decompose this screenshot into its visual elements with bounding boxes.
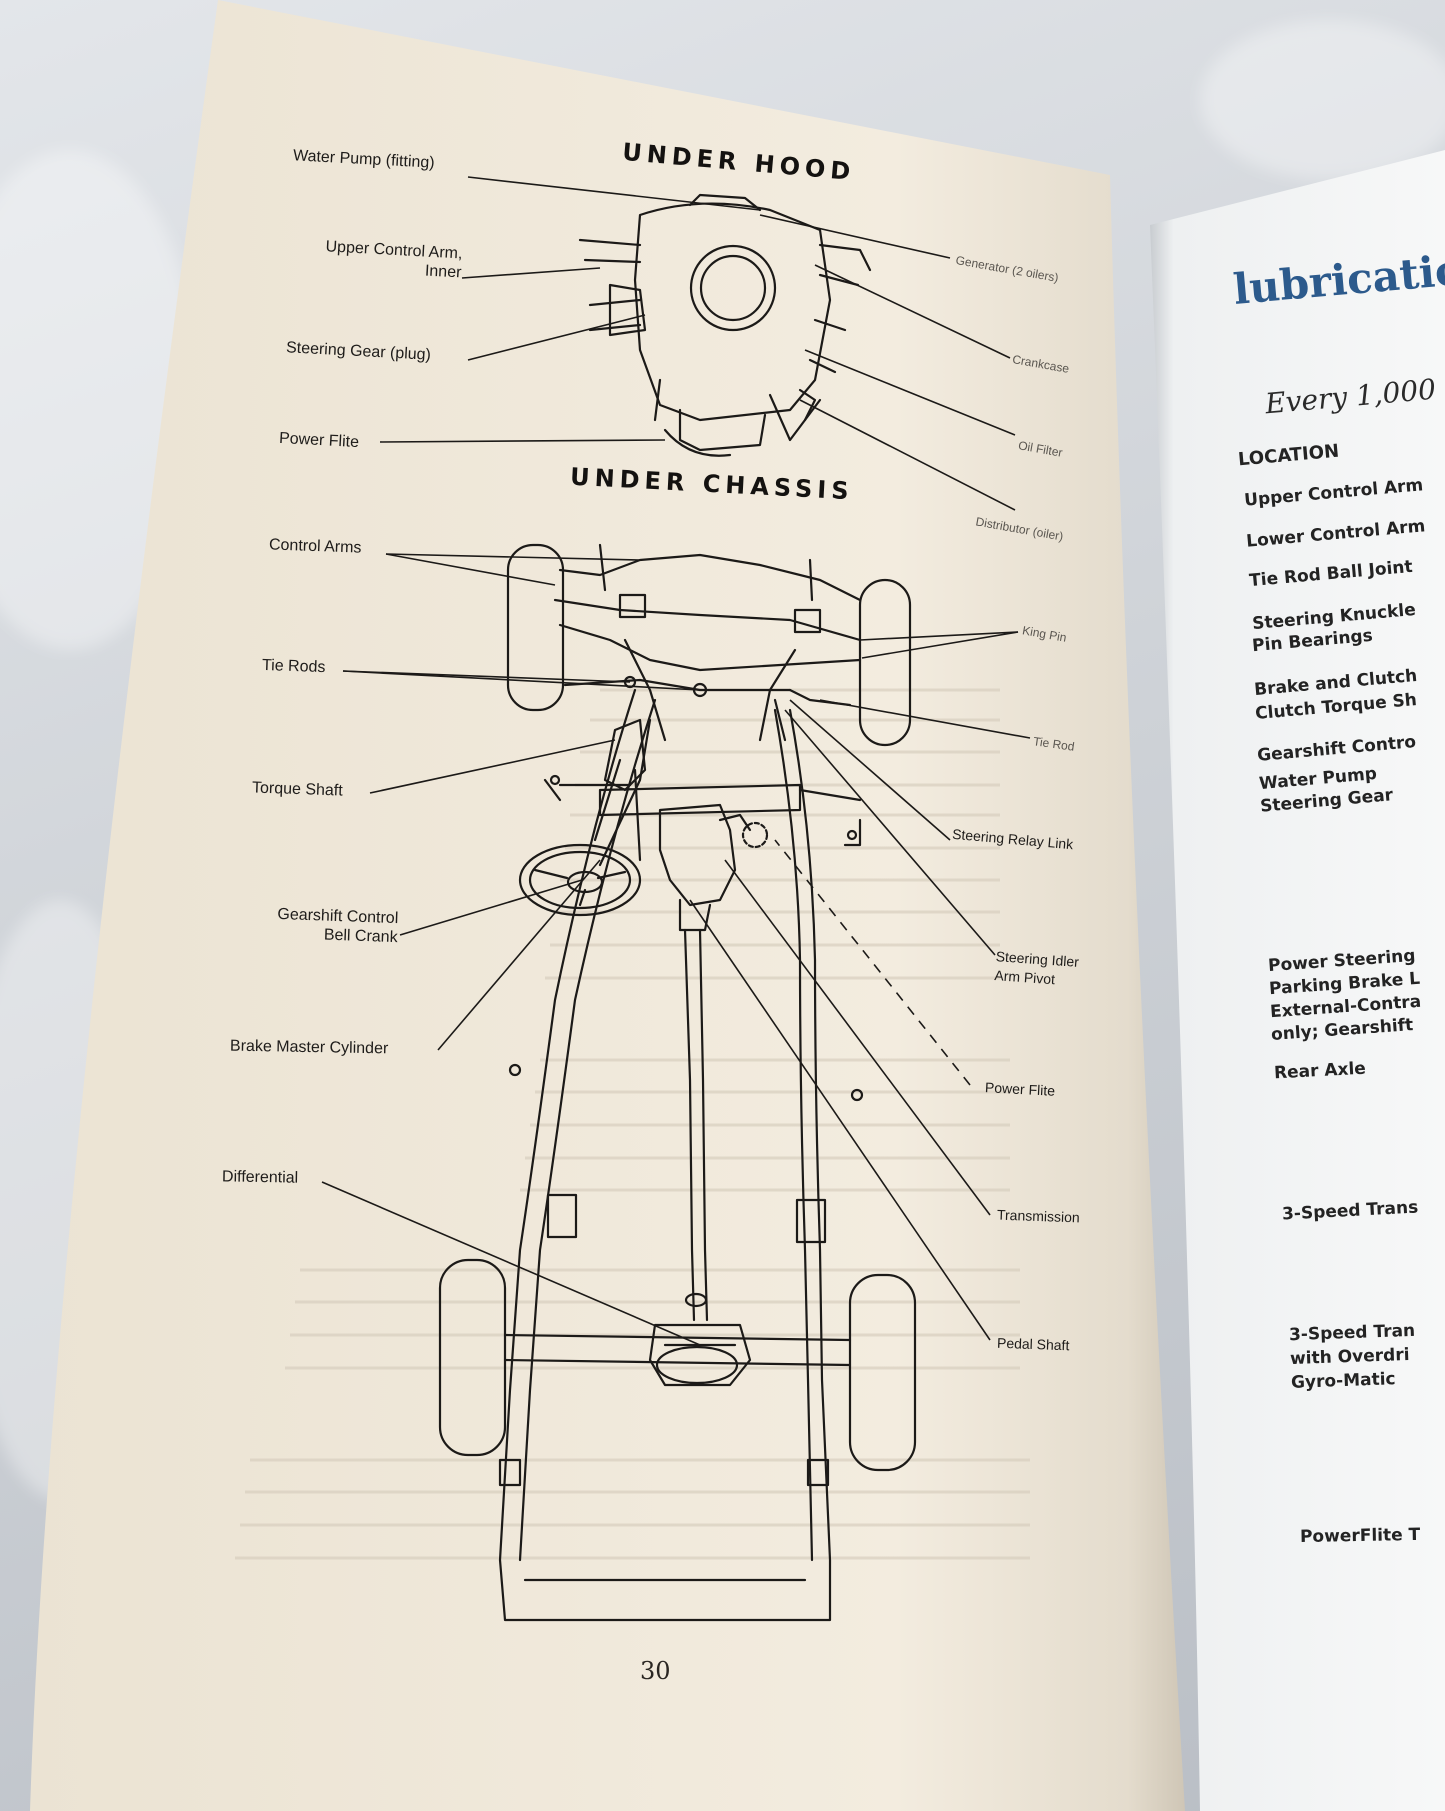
- front-wheels: [506, 543, 912, 747]
- item-powerflite: PowerFlite T: [1299, 1524, 1421, 1548]
- item-with-overdrive: with Overdri: [1289, 1344, 1410, 1370]
- front-suspension: [553, 543, 862, 742]
- label-pedal-shaft: Pedal Shaft: [996, 1334, 1070, 1354]
- page-number: 30: [640, 1657, 671, 1685]
- transmission-drawing: [658, 803, 769, 932]
- engine-drawing: [578, 193, 872, 457]
- label-brake-master-cylinder: Brake Master Cylinder: [229, 1037, 389, 1058]
- cloth-fold: [1200, 20, 1445, 180]
- item-3-speed-tran-od: 3-Speed Tran: [1288, 1320, 1416, 1346]
- rear-wheels: [438, 1258, 917, 1472]
- pedal-assembly: [593, 718, 647, 862]
- cross-brace: [598, 783, 802, 817]
- rear-axle: [503, 1193, 852, 1387]
- mounting-tabs: [508, 774, 864, 1102]
- tie-rod-linkage: [563, 675, 852, 742]
- label-steering-idler: Steering Idler Arm Pivot: [994, 947, 1080, 991]
- label-differential: Differential: [221, 1168, 299, 1187]
- left-page-paper: [30, 0, 1185, 1811]
- label-power-flite-bottom: Power Flite: [984, 1079, 1056, 1099]
- label-transmission: Transmission: [996, 1206, 1081, 1226]
- item-gyro-matic: Gyro-Matic: [1290, 1369, 1396, 1393]
- label-tie-rods: Tie Rods: [261, 656, 326, 677]
- steering-wheel: [518, 718, 652, 917]
- leader-lines: [321, 176, 1031, 1346]
- right-page-paper: [1150, 150, 1445, 1811]
- label-control-arms: Control Arms: [268, 536, 362, 557]
- label-gearshift-control: Gearshift Control Bell Crank: [219, 903, 398, 947]
- driveshaft: [683, 928, 709, 1322]
- label-torque-shaft: Torque Shaft: [251, 779, 344, 800]
- frame-rails: [498, 688, 862, 1622]
